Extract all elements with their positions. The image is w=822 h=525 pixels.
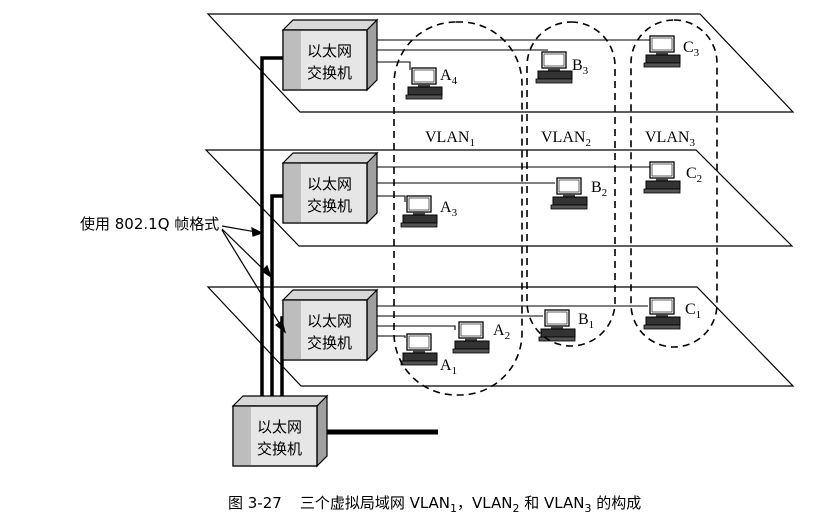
switch-top-label-line2: 交换机 xyxy=(307,64,352,82)
computer-c1-icon xyxy=(643,297,681,330)
computer-a3-icon xyxy=(400,195,438,228)
switch-top-label-line1: 以太网 xyxy=(307,42,352,60)
switch-middle-label-line2: 交换机 xyxy=(307,197,352,215)
computer-a2-icon xyxy=(452,321,490,354)
switch-top: 以太网 交换机 xyxy=(282,19,378,91)
switch-core-label-line1: 以太网 xyxy=(257,418,302,436)
label-b2: B2 xyxy=(591,179,607,199)
vlan1-region xyxy=(393,21,523,396)
label-b1: B1 xyxy=(578,311,594,331)
label-a1: A1 xyxy=(440,357,457,377)
switch-core-label-line2: 交换机 xyxy=(257,440,302,458)
switch-bottom-label-line1: 以太网 xyxy=(307,312,352,330)
label-a3: A3 xyxy=(440,199,458,219)
trunk-annotation: 使用 802.1Q 帧格式 xyxy=(80,215,219,233)
label-b3: B3 xyxy=(572,57,589,77)
switch-core: 以太网 交换机 xyxy=(232,395,328,467)
switch-bottom-label-line2: 交换机 xyxy=(307,334,352,352)
label-c1: C1 xyxy=(685,301,701,321)
switch-middle-label-line1: 以太网 xyxy=(307,175,352,193)
computer-c3-icon xyxy=(643,35,681,68)
computer-a1-icon xyxy=(400,333,438,366)
computer-c2-icon xyxy=(643,161,681,194)
computer-b3-icon xyxy=(535,51,573,84)
label-c3: C3 xyxy=(683,39,700,59)
vlan1-label: VLAN1 xyxy=(425,129,475,149)
vlan2-region xyxy=(526,21,616,347)
vlan3-label: VLAN3 xyxy=(645,129,695,149)
switch-middle: 以太网 交换机 xyxy=(282,152,378,224)
computer-b2-icon xyxy=(550,177,588,210)
vlan3-region xyxy=(630,19,718,348)
vlan2-label: VLAN2 xyxy=(541,129,591,149)
switch-bottom: 以太网 交换机 xyxy=(282,289,378,361)
annotation-arrows xyxy=(221,225,287,334)
label-c2: C2 xyxy=(686,165,702,185)
label-a2: A2 xyxy=(493,322,510,342)
computer-a4-icon xyxy=(405,67,443,100)
label-a4: A4 xyxy=(440,67,458,87)
